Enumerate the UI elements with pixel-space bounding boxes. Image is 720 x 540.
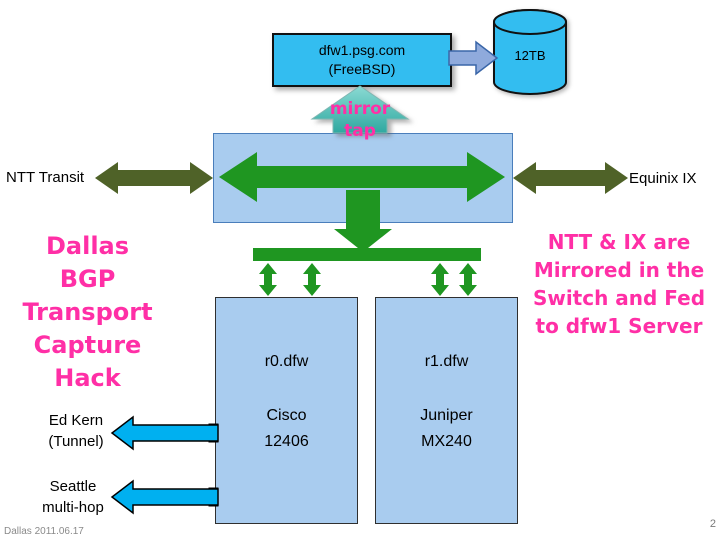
- page-number: 2: [709, 518, 716, 530]
- note-line: Mirrored in the: [533, 258, 705, 282]
- server-hostname: dfw1.psg.com: [318, 42, 406, 58]
- ntt-transit-arrow: [95, 162, 213, 194]
- seattle-label: Seattle multi-hop: [28, 476, 118, 518]
- distribution-bar: [253, 248, 481, 261]
- note-line: Switch and Fed: [532, 286, 706, 310]
- edkern-line1: Ed Kern: [48, 412, 104, 429]
- port-arrow: [259, 263, 277, 296]
- router-r0-model: 12406: [264, 433, 309, 450]
- port-arrow: [459, 263, 477, 296]
- storage-cylinder: [493, 9, 567, 95]
- title-line: Dallas: [45, 232, 130, 260]
- title-line: Capture: [33, 331, 142, 359]
- router-r0-vendor: Cisco: [266, 407, 307, 424]
- seattle-line1: Seattle: [49, 478, 97, 495]
- router-r1-name: r1.dfw: [424, 353, 469, 370]
- router-r0-box: r0.dfw Cisco 12406: [215, 297, 358, 524]
- mirror-tap-label: mirror tap: [318, 98, 402, 142]
- mirror-tap-line1: mirror: [329, 99, 391, 119]
- ntt-transit-label: NTT Transit: [6, 169, 85, 186]
- port-arrow: [303, 263, 321, 296]
- equinix-ix-arrow: [513, 162, 628, 194]
- edkern-line2: (Tunnel): [48, 433, 104, 450]
- storage-capacity-label: 12TB: [514, 48, 546, 63]
- mirror-tap-line2: tap: [344, 121, 376, 141]
- switch-box: [213, 133, 513, 223]
- equinix-ix-label: Equinix IX: [629, 170, 697, 187]
- router-r1-box: r1.dfw Juniper MX240: [375, 297, 518, 524]
- server-storage-arrow: [448, 40, 499, 76]
- footer-date: Dallas 2011.06.17: [4, 526, 84, 537]
- title-line: Transport: [22, 298, 153, 326]
- edkern-label: Ed Kern (Tunnel): [35, 410, 117, 452]
- slide-title: Dallas BGP Transport Capture Hack: [5, 230, 170, 395]
- router-r1-vendor: Juniper: [420, 407, 473, 424]
- seattle-tunnel-arrow: [110, 479, 219, 515]
- note-line: to dfw1 Server: [535, 314, 703, 338]
- title-line: Hack: [54, 364, 121, 392]
- title-line: BGP: [59, 265, 116, 293]
- edkern-tunnel-arrow: [110, 415, 219, 451]
- note-line: NTT & IX are: [547, 230, 691, 254]
- seattle-line2: multi-hop: [42, 499, 104, 516]
- mirror-note: NTT & IX are Mirrored in the Switch and …: [518, 228, 720, 340]
- server-os: (FreeBSD): [328, 61, 396, 77]
- server-box: dfw1.psg.com (FreeBSD): [272, 33, 452, 87]
- router-r1-model: MX240: [421, 433, 472, 450]
- port-arrow: [431, 263, 449, 296]
- router-r0-name: r0.dfw: [264, 353, 309, 370]
